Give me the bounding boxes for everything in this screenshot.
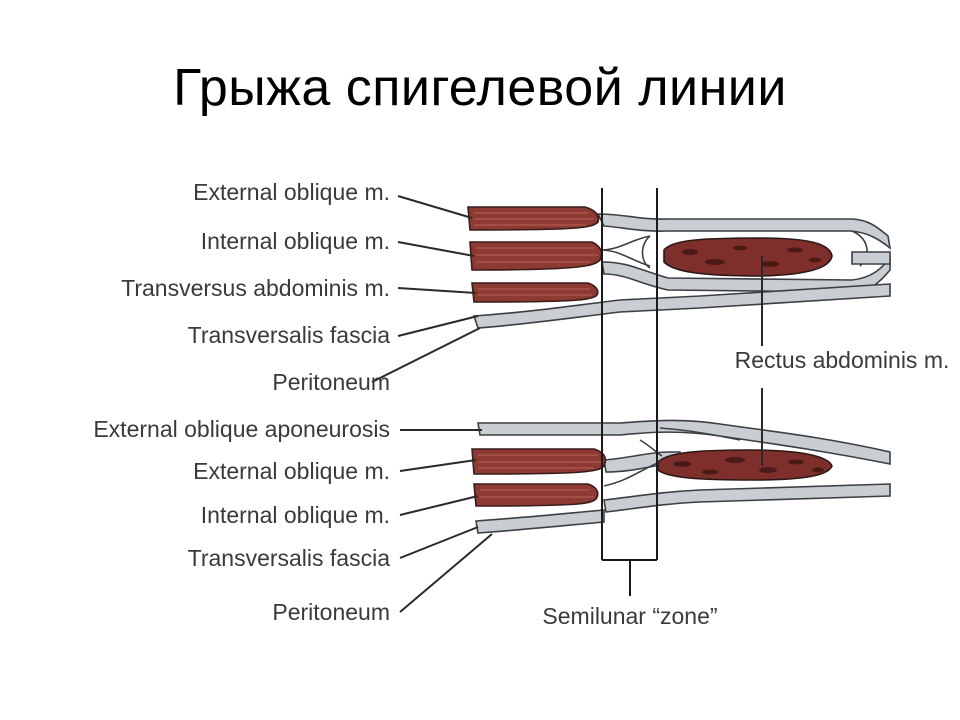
semilunar-zone-marker: [601, 188, 658, 596]
upper-transversalis-band: [472, 283, 891, 329]
label-upper-internal-oblique: Internal oblique m.: [201, 228, 390, 254]
upper-anterior-sheath: [596, 213, 892, 250]
upper-eo-fibers: [474, 212, 594, 226]
upper-rectus-abdominis: [663, 237, 833, 277]
upper-rectus-texture: [682, 245, 821, 267]
label-lower-transversalis-fascia: Transversalis fascia: [188, 545, 391, 571]
lower-internal-oblique-muscle: [473, 483, 599, 507]
upper-sheath-right: [851, 251, 891, 265]
label-upper-transversalis-fascia: Transversalis fascia: [188, 322, 391, 348]
leader-lines: [371, 195, 763, 613]
label-upper-external-oblique: External oblique m.: [193, 179, 390, 205]
label-lower-peritoneum: Peritoneum: [272, 599, 390, 625]
lower-rectus-texture: [673, 457, 824, 475]
lower-io-fibers: [480, 489, 594, 498]
label-rectus-abdominis: Rectus abdominis m.: [735, 347, 950, 373]
lower-rectus-abdominis: [657, 449, 833, 481]
label-lower-internal-oblique: Internal oblique m.: [201, 502, 390, 528]
upper-internal-oblique-muscle: [469, 241, 603, 271]
upper-cross-section: [467, 206, 892, 329]
lower-labels: External oblique aponeurosis External ob…: [93, 416, 390, 625]
upper-transversus-muscle: [471, 282, 599, 303]
label-upper-peritoneum: Peritoneum: [272, 369, 390, 395]
lower-eo-fibers: [478, 454, 602, 469]
lower-transversalis-band: [475, 509, 605, 534]
upper-io-fibers: [476, 247, 598, 263]
lower-aponeurosis-split: [659, 427, 741, 441]
slide-title: Грыжа спигелевой линии: [173, 59, 787, 117]
lower-eo-aponeurosis: [477, 419, 891, 465]
lower-fascia-wrap: [603, 439, 663, 487]
upper-posterior-sheath: [601, 255, 891, 293]
label-semilunar-zone: Semilunar “zone”: [542, 603, 717, 629]
label-lower-external-oblique-aponeurosis: External oblique aponeurosis: [93, 416, 390, 442]
upper-ta-fibers: [478, 288, 592, 296]
upper-labels: External oblique m. Internal oblique m. …: [121, 179, 390, 395]
label-lower-external-oblique: External oblique m.: [193, 458, 390, 484]
lower-cross-section: [471, 419, 891, 534]
label-upper-transversus-abdominis: Transversus abdominis m.: [121, 275, 390, 301]
lower-posterior-band: [603, 483, 891, 513]
